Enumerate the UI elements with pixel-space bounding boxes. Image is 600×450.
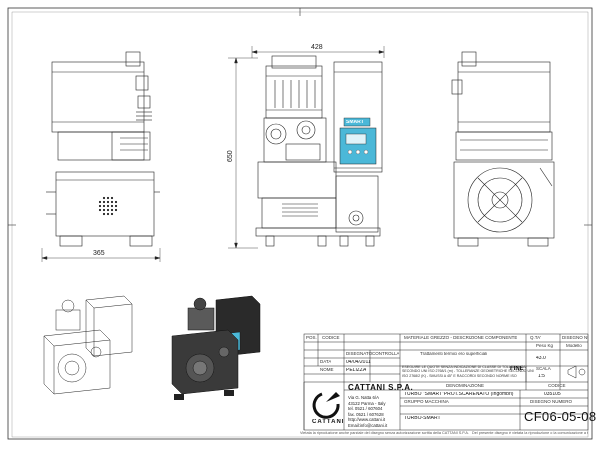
dimension-depth: 365 (93, 250, 105, 257)
label-drawn: DISEGNATO (346, 352, 373, 356)
header-pos: POS. (306, 336, 317, 340)
vent-grid (98, 196, 118, 216)
label-scale: SCALA (536, 367, 551, 371)
company-logo (312, 392, 340, 419)
dimension-line-height (228, 57, 258, 249)
dimension-height: 650 (227, 150, 234, 162)
name-value: PELIZZA (346, 367, 367, 373)
label-code: CODICE (548, 384, 566, 388)
group-value: TURBO-SMART (404, 416, 441, 421)
company-name: CATTANI S.P.A. (348, 384, 414, 392)
tolerance-class: FINE (510, 366, 524, 372)
side-view-right (451, 51, 555, 247)
company-logo-text: CATTANI (312, 419, 345, 425)
front-panel-display (339, 127, 377, 165)
title-block-grid (303, 333, 589, 431)
label-weight: Peso Kg (536, 344, 554, 348)
label-model: Modello (566, 344, 582, 348)
dimension-line-depth (41, 248, 161, 262)
panel-label: SMART (346, 119, 364, 125)
header-material: MATERIALE GREZZO - DESCRIZIONE COMPONENT… (404, 336, 518, 340)
side-view-left (46, 51, 160, 247)
label-drawing-no: DISEGNO NUMERO (530, 400, 573, 404)
label-group: GRUPPO MACCHINA (404, 400, 449, 404)
footer-right-note: Del presente disegno è vietata la riprod… (472, 431, 588, 435)
dimension-width: 428 (311, 44, 323, 51)
drawing-number: CF06-05-08 (524, 410, 597, 423)
view-symbol-icon (567, 365, 586, 379)
company-address-1: Via G. Natta 6/A (348, 395, 379, 400)
tolerance-note: ESEGUIRE LE QUOTE SENZA INDICAZIONE DI C… (402, 365, 534, 378)
label-name: NOME (320, 368, 334, 372)
footer-left-note: Vietata la riproduzione anche parziale d… (300, 431, 469, 435)
company-email[interactable]: Email:info@cattani.it (348, 422, 388, 428)
sheet-outer-frame (7, 7, 593, 440)
header-drawing-number: DISEGNO NUMERO (562, 336, 588, 340)
company-website[interactable]: http://www.cattani.it (348, 417, 386, 422)
dimension-line-width (251, 46, 385, 58)
company-fax: fax. 0521 / 607628 (348, 411, 384, 417)
front-view (255, 55, 383, 247)
code-value: 035105 (544, 392, 561, 397)
scale-value: 1:5 (538, 374, 545, 379)
header-code: CODICE (322, 336, 340, 340)
centering-marks (8, 8, 592, 226)
company-phone: tel. 0521 / 607604 (348, 406, 383, 411)
label-checked: CONTROLLATO (372, 352, 399, 356)
header-qty: Q.TA' (530, 336, 542, 340)
date-value: 04/04/2011 (346, 359, 371, 365)
label-description: DENOMINAZIONE (446, 384, 485, 388)
label-date: DATA (320, 360, 332, 364)
iso-view-line (43, 295, 133, 395)
panel-label-plate (343, 117, 371, 127)
iso-view-rendered (171, 295, 261, 400)
description-value: TURBO "SMART"PROT.SCARENATO (Ingombri) (404, 392, 514, 397)
company-address-2: 43122 Parma - Italy (348, 400, 386, 406)
weight-value: 43.0 (536, 356, 546, 361)
label-treatment: Trattamenti termici e/o superficiali (420, 352, 488, 356)
